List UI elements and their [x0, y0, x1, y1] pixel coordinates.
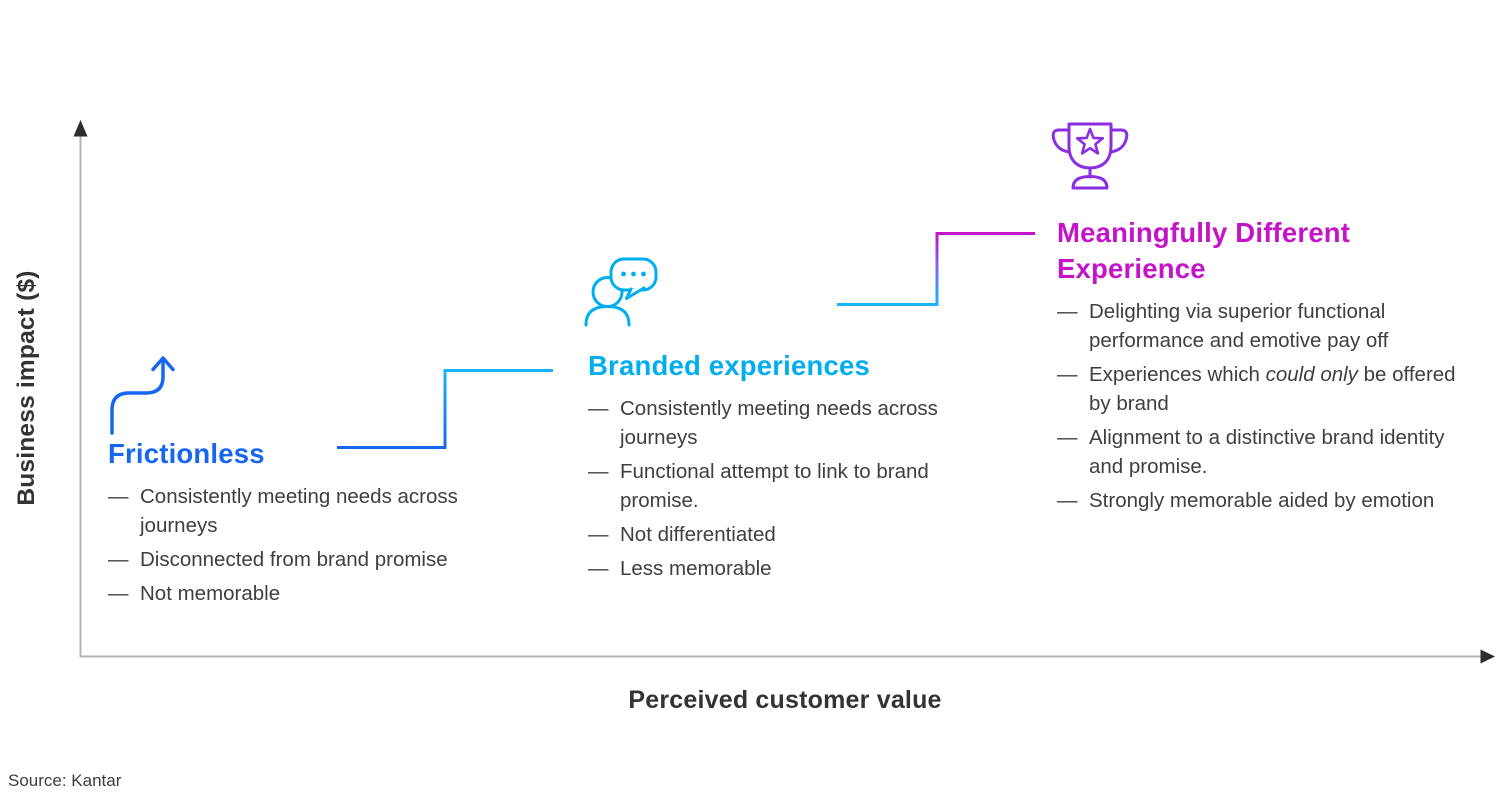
- bullet-text-pre: Experiences which: [1089, 362, 1266, 386]
- bullet-item: — Not differentiated: [588, 520, 980, 549]
- bullet-text: Consistently meeting needs across journe…: [620, 396, 938, 449]
- source-note: Source: Kantar: [8, 771, 122, 790]
- x-axis-arrowhead-icon: [1480, 649, 1495, 664]
- bullet-item: — Experiences which could only be offere…: [1057, 360, 1457, 418]
- bullet-marker: —: [588, 557, 609, 581]
- bullet-marker: —: [108, 484, 129, 508]
- bullet-text: Alignment to a distinctive brand identit…: [1089, 425, 1445, 479]
- bullet-text: Experiences which could only be offered …: [1089, 360, 1457, 418]
- stage-title: Branded experiences: [588, 350, 870, 381]
- bullet-text: Not memorable: [140, 582, 281, 606]
- curved-up-arrow-icon: [110, 356, 175, 435]
- bullet-marker: —: [1057, 489, 1078, 513]
- bullet-item: — Delighting via superior functional per…: [1057, 297, 1457, 355]
- bullet-marker: —: [1057, 362, 1078, 386]
- bullet-item: — Strongly memorable aided by emotion: [1057, 486, 1457, 515]
- trophy-icon: [1051, 122, 1129, 190]
- bullet-marker: —: [588, 396, 609, 420]
- y-axis-arrowhead-icon: [73, 120, 88, 137]
- stage-bullet-list: — Delighting via superior functional per…: [1057, 297, 1457, 516]
- bullet-marker: —: [1057, 425, 1078, 449]
- bullet-marker: —: [1057, 299, 1078, 323]
- bullet-item: — Functional attempt to link to brand pr…: [588, 457, 980, 515]
- stage-title: Frictionless: [108, 438, 265, 469]
- y-axis: [73, 120, 88, 657]
- bullet-text: Delighting via superior functional perfo…: [1089, 299, 1389, 352]
- bullet-text-italic: could only: [1265, 362, 1358, 386]
- person-speech-bubble-icon: [584, 257, 658, 327]
- bullet-item: — Disconnected from brand promise: [108, 545, 500, 574]
- bullet-marker: —: [108, 582, 129, 606]
- bullet-text: Not differentiated: [620, 523, 776, 547]
- bullet-item: — Not memorable: [108, 579, 500, 608]
- bullet-marker: —: [588, 523, 609, 547]
- y-axis-label: Business impact ($): [13, 270, 40, 506]
- x-axis-label: Perceived customer value: [628, 686, 942, 714]
- bullet-text: Consistently meeting needs across journe…: [140, 484, 458, 537]
- x-axis: [80, 649, 1495, 664]
- bullet-item: — Alignment to a distinctive brand ident…: [1057, 423, 1457, 481]
- bullet-item: — Consistently meeting needs across jour…: [588, 394, 980, 452]
- bullet-text: Less memorable: [620, 557, 772, 581]
- stage-meaningfully-different: Meaningfully Different Experience — Deli…: [1057, 215, 1457, 520]
- step-line-2: [837, 232, 1035, 306]
- bullet-marker: —: [108, 547, 129, 571]
- bullet-marker: —: [588, 459, 609, 483]
- bullet-item: — Less memorable: [588, 554, 980, 583]
- bullet-text-post: be offered by brand: [1089, 362, 1456, 415]
- bullet-text: Functional attempt to link to brand prom…: [620, 459, 929, 513]
- bullet-text: Disconnected from brand promise: [140, 547, 448, 571]
- stage-title: Meaningfully Different Experience: [1057, 217, 1351, 284]
- stage-frictionless: Frictionless — Consistently meeting need…: [108, 436, 500, 613]
- step-line-1: [337, 369, 553, 449]
- stage-bullet-list: — Consistently meeting needs across jour…: [588, 394, 980, 584]
- stage-bullet-list: — Consistently meeting needs across jour…: [108, 482, 500, 608]
- bullet-text: Strongly memorable aided by emotion: [1089, 489, 1435, 513]
- stage-branded-experiences: Branded experiences — Consistently meeti…: [588, 348, 980, 588]
- bullet-item: — Consistently meeting needs across jour…: [108, 482, 500, 540]
